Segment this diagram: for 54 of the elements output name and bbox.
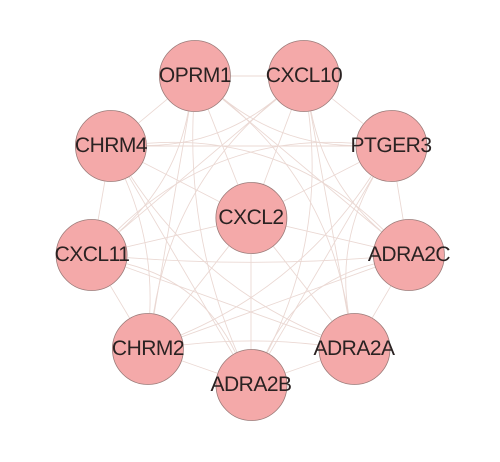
gene-node bbox=[210, 349, 292, 421]
connector-line bbox=[181, 266, 376, 338]
connector-line bbox=[345, 176, 374, 314]
connector-line bbox=[98, 181, 106, 220]
gene-node bbox=[266, 40, 342, 112]
connector-line bbox=[183, 340, 319, 346]
connector-line bbox=[266, 263, 375, 353]
gene-label: CXCL11 bbox=[54, 243, 130, 267]
connector-line bbox=[128, 176, 234, 354]
connector-line bbox=[263, 109, 292, 185]
connector-line bbox=[126, 226, 216, 248]
gene-label: CHRM4 bbox=[74, 134, 148, 158]
connector-line bbox=[286, 226, 374, 248]
connector-line bbox=[130, 176, 322, 336]
connector-line bbox=[208, 109, 238, 185]
connector-line bbox=[182, 360, 218, 374]
gene-label: CXCL10 bbox=[266, 64, 342, 88]
connector-line bbox=[118, 110, 189, 232]
connector-line bbox=[310, 110, 382, 232]
gene-node bbox=[74, 110, 148, 182]
gene-label: CHRM2 bbox=[112, 337, 184, 361]
gene-node bbox=[112, 313, 184, 385]
gene-node bbox=[350, 110, 432, 182]
connector-line bbox=[154, 111, 190, 314]
gene-node bbox=[54, 219, 130, 291]
gene-node bbox=[313, 313, 395, 385]
connector-line bbox=[282, 162, 360, 202]
connector-line bbox=[124, 178, 151, 314]
connector-line bbox=[126, 263, 236, 353]
gene-node bbox=[368, 219, 450, 291]
connector-line bbox=[284, 360, 320, 374]
connector-line bbox=[125, 266, 321, 338]
gene-label: ADRA2A bbox=[313, 337, 395, 361]
connector-line bbox=[396, 181, 404, 220]
gene-label: ADRA2B bbox=[210, 373, 292, 397]
connector-line bbox=[372, 286, 392, 318]
connector-line bbox=[180, 176, 372, 336]
connector-line bbox=[146, 98, 277, 146]
connector-line bbox=[110, 285, 130, 319]
connector-line bbox=[332, 98, 364, 124]
gene-label: ADRA2C bbox=[368, 243, 450, 267]
gene-label: PTGER3 bbox=[350, 134, 432, 158]
gene-node bbox=[158, 40, 232, 112]
connector-line bbox=[310, 110, 348, 314]
connector-line bbox=[250, 254, 252, 350]
connector-line bbox=[127, 257, 374, 263]
connector-line bbox=[272, 246, 332, 322]
connector-line bbox=[142, 162, 220, 202]
connector-line bbox=[138, 98, 168, 124]
connector-line bbox=[170, 246, 230, 322]
connector-line bbox=[192, 112, 238, 352]
connector-line bbox=[266, 111, 313, 354]
gene-label: OPRM1 bbox=[158, 64, 232, 88]
connector-line bbox=[268, 176, 374, 354]
